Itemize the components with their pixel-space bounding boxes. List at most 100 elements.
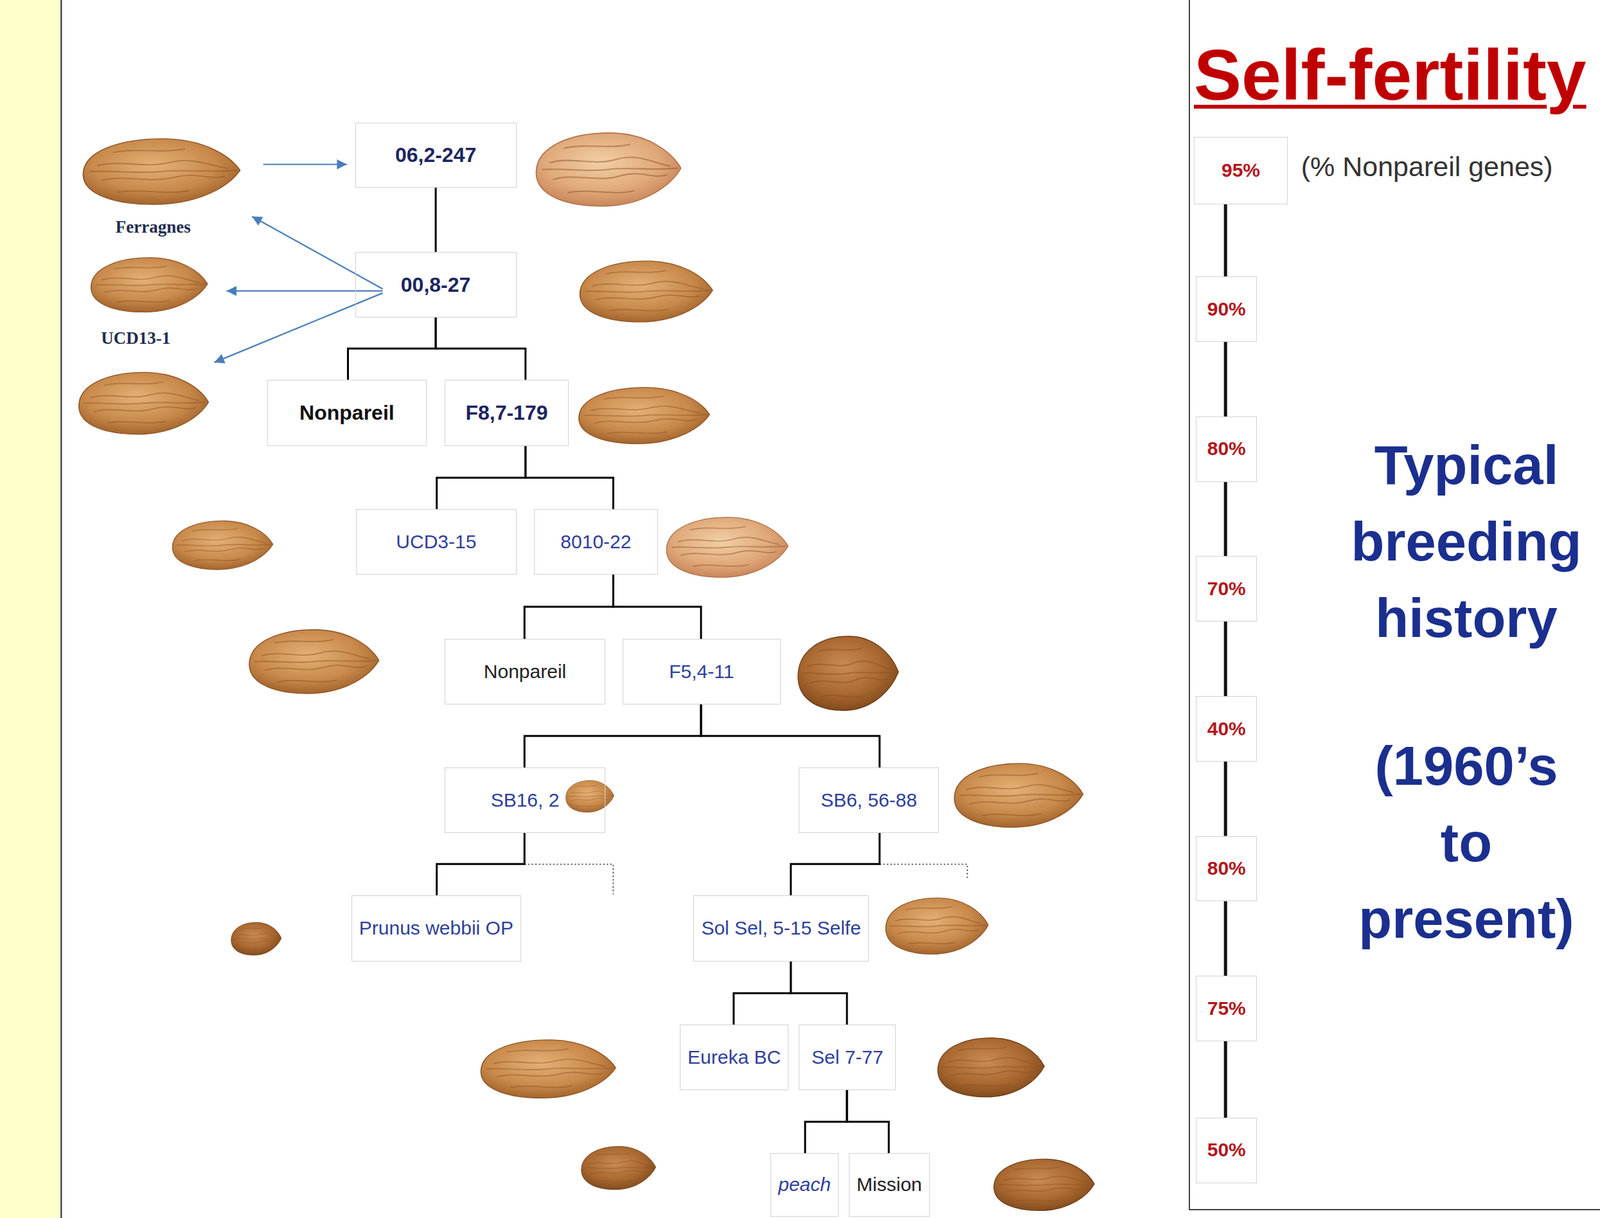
node-label: 06,2-247 xyxy=(395,143,477,168)
side-strip xyxy=(0,0,61,1218)
scale-line xyxy=(1224,481,1228,557)
selection-box: Sel 7-77 xyxy=(798,1024,896,1090)
panel-heading: Typical breeding history xyxy=(1347,426,1586,657)
almond-image xyxy=(666,517,788,578)
selection-box: 00,8-27 xyxy=(355,251,517,318)
dotted-branch xyxy=(524,864,614,895)
node-label: Eureka BC xyxy=(687,1046,781,1069)
scale-line xyxy=(1224,900,1228,976)
scale-line xyxy=(1224,341,1228,417)
almond-image xyxy=(91,257,208,313)
pedigree-line xyxy=(791,832,880,896)
pedigree-line xyxy=(436,445,526,509)
almond-image xyxy=(798,636,899,711)
almond-image xyxy=(885,897,989,955)
cultivar-label: UCD13-1 xyxy=(100,327,171,348)
dotted-branch xyxy=(879,864,968,878)
node-label: peach xyxy=(778,1173,831,1196)
selection-box: Prunus webbii OP xyxy=(351,895,522,962)
percent-label: 95% xyxy=(1221,159,1261,182)
percent-box: 80% xyxy=(1195,835,1257,902)
percent-box: 40% xyxy=(1195,695,1257,762)
scale-line xyxy=(1224,621,1228,696)
selection-box: F8,7-179 xyxy=(444,379,569,446)
pedigree-line xyxy=(791,961,847,1025)
leader-arrow xyxy=(263,163,347,166)
panel-subtitle: (% Nonpareil genes) xyxy=(1301,151,1554,183)
species-box: peach xyxy=(770,1152,839,1216)
almond-image xyxy=(937,1037,1045,1097)
pedigree-line xyxy=(733,961,792,1025)
pedigree-line xyxy=(435,187,437,252)
almond-image xyxy=(579,260,712,322)
node-label: Mission xyxy=(856,1173,923,1196)
selection-box: SB6, 56-88 xyxy=(798,767,939,833)
almond-image xyxy=(566,780,615,813)
percent-label: 50% xyxy=(1207,1138,1246,1162)
cultivar-box: Nonpareil xyxy=(267,379,427,446)
node-label: F8,7-179 xyxy=(465,400,548,425)
percent-box: 50% xyxy=(1195,1117,1257,1183)
selection-box: Eureka BC xyxy=(679,1024,789,1090)
node-label: Sol Sel, 5-15 Selfe xyxy=(701,916,861,940)
percent-box: 75% xyxy=(1195,975,1257,1041)
percent-label: 40% xyxy=(1207,717,1246,741)
node-label: UCD3-15 xyxy=(395,530,477,554)
percent-label: 80% xyxy=(1207,857,1246,880)
almond-image xyxy=(249,629,380,694)
almond-image xyxy=(172,520,273,570)
percent-box: 80% xyxy=(1195,416,1257,482)
node-label: Nonpareil xyxy=(299,400,395,425)
leader-arrow xyxy=(213,293,383,363)
panel-heading: (1960’s to present) xyxy=(1347,727,1586,957)
percent-label: 75% xyxy=(1207,997,1246,1020)
node-label: SB16, 2 xyxy=(490,789,560,812)
panel-title: Self-fertility xyxy=(1193,34,1587,117)
almond-image xyxy=(83,138,241,205)
percent-box: 95% xyxy=(1193,136,1288,205)
percent-label: 90% xyxy=(1207,298,1246,321)
almond-image xyxy=(578,387,710,445)
pedigree-line xyxy=(525,445,614,509)
percent-label: 70% xyxy=(1207,577,1246,601)
scale-line xyxy=(1224,761,1228,836)
pedigree-line xyxy=(805,1089,847,1153)
selection-box: Sol Sel, 5-15 Selfe xyxy=(693,895,869,962)
node-label: F5,4-11 xyxy=(668,660,734,684)
node-label: Prunus webbii OP xyxy=(359,916,514,940)
pedigree-line xyxy=(701,704,880,768)
node-label: Nonpareil xyxy=(483,660,567,684)
node-label: 8010-22 xyxy=(560,530,632,554)
pedigree-line xyxy=(846,1089,889,1153)
scale-line xyxy=(1224,204,1228,277)
percent-box: 70% xyxy=(1195,555,1257,622)
percent-box: 90% xyxy=(1195,276,1257,342)
node-label: 00,8-27 xyxy=(400,273,472,297)
almond-image xyxy=(79,372,209,434)
almond-image xyxy=(480,1039,616,1098)
almond-image xyxy=(954,763,1083,827)
almond-image xyxy=(994,1158,1095,1210)
cultivar-label: Ferragnes xyxy=(115,216,191,237)
selection-box: SB16, 2 xyxy=(444,767,605,833)
pedigree-line xyxy=(524,704,702,768)
pedigree-line xyxy=(524,574,614,639)
selection-box: UCD3-15 xyxy=(355,508,516,575)
node-label: Sel 7-77 xyxy=(811,1046,884,1069)
node-label: SB6, 56-88 xyxy=(820,789,917,812)
cultivar-box: Nonpareil xyxy=(444,638,605,705)
scale-panel: Self-fertility (% Nonpareil genes) Typical… xyxy=(1188,0,1600,1210)
scale-line xyxy=(1224,1040,1228,1118)
selection-box: F5,4-11 xyxy=(622,638,781,705)
selection-box: 06,2-247 xyxy=(355,122,517,189)
almond-image xyxy=(535,133,681,207)
pedigree-line xyxy=(435,317,526,380)
leader-arrow xyxy=(226,290,383,292)
almond-image xyxy=(231,922,282,955)
side-strip-edge xyxy=(60,0,62,1218)
cultivar-box: Mission xyxy=(848,1152,930,1216)
pedigree-line xyxy=(613,574,702,639)
